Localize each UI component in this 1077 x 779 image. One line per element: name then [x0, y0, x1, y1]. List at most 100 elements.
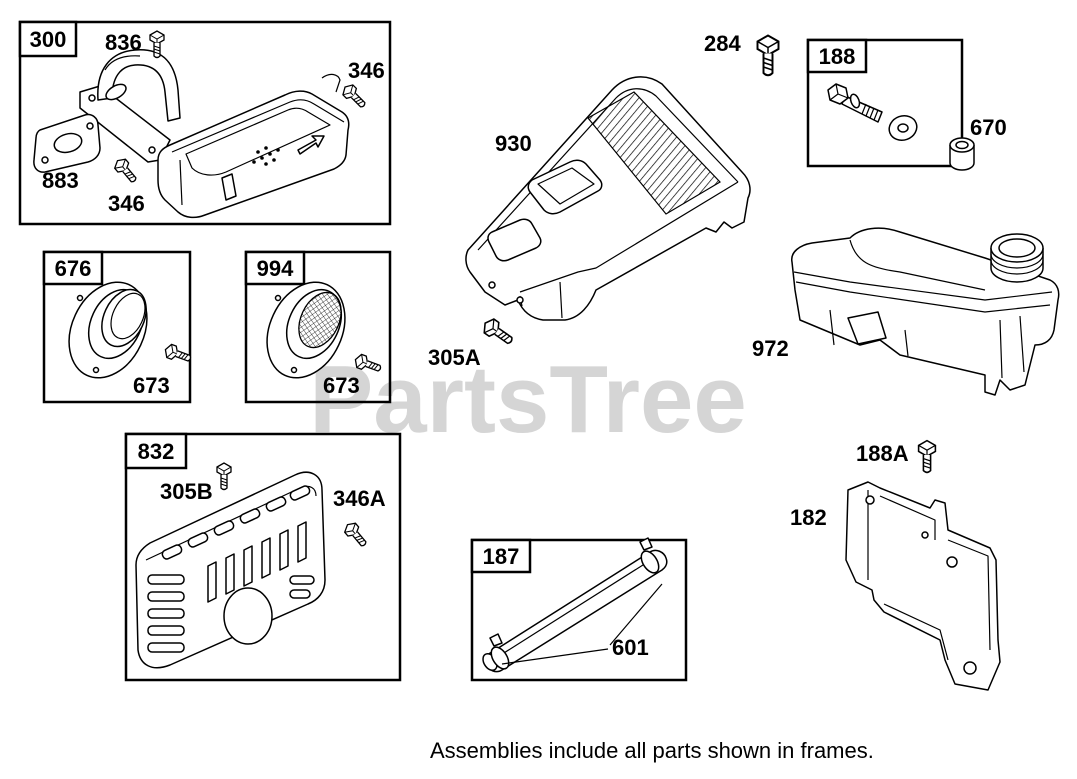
flange-hole	[92, 366, 100, 374]
callout-836[interactable]: 836	[105, 30, 142, 55]
pipe-tube	[97, 49, 181, 122]
tank-seam	[795, 281, 1051, 313]
gasket-883	[33, 113, 101, 173]
gasket-hole	[86, 122, 94, 130]
frame-676-tag	[42, 250, 104, 286]
frame-188-border	[806, 38, 964, 168]
frame-994-tag	[244, 250, 306, 286]
muffler-shell	[157, 90, 350, 219]
muffler-top-panel	[185, 107, 331, 176]
screw-346-icon	[339, 81, 370, 112]
shoulder-bolt	[827, 83, 883, 123]
cover-top-edge	[477, 88, 739, 251]
frame-832: 832	[124, 432, 402, 682]
washer-hole	[897, 123, 909, 133]
bracket-folds	[867, 490, 991, 661]
tank-cap	[990, 233, 1044, 283]
bracket-hole	[865, 495, 875, 505]
callout-930[interactable]: 930	[495, 131, 532, 156]
callout-305b[interactable]: 305B	[160, 479, 213, 504]
frame-300-tag	[18, 20, 78, 58]
muffler-guard-832	[135, 471, 326, 669]
gasket-hole	[41, 156, 49, 164]
tank-seam	[793, 271, 1053, 301]
hook-wire	[321, 73, 341, 93]
muffler-tab	[221, 173, 237, 201]
frame-676-label[interactable]: 676	[55, 256, 92, 281]
screw-305b-icon	[216, 462, 232, 491]
frame-188: 188	[806, 38, 964, 168]
flange-hole	[274, 294, 282, 302]
cover-hole	[488, 281, 496, 289]
frame-994: 994 673	[244, 250, 392, 404]
muffler-side-edge	[179, 159, 183, 206]
fuel-tank-972	[791, 227, 1060, 396]
plate-hole	[148, 146, 156, 154]
tank-top-contour	[849, 239, 986, 291]
cover-fins	[587, 91, 721, 215]
frame-832-label[interactable]: 832	[138, 439, 175, 464]
callout-972[interactable]: 972	[752, 336, 789, 361]
screw-673-icon	[162, 342, 194, 366]
callout-601[interactable]: 601	[612, 635, 649, 660]
callout-182[interactable]: 182	[790, 505, 827, 530]
frame-676-border	[42, 250, 192, 404]
frame-187: 187 601	[470, 537, 688, 682]
screw-305a-icon	[479, 315, 517, 350]
bracket-182	[845, 481, 1001, 691]
frame-187-label[interactable]: 187	[483, 544, 520, 569]
pipe-contour	[104, 55, 141, 71]
flange-hole	[76, 294, 84, 302]
callout-883[interactable]: 883	[42, 168, 79, 193]
exhaust-pipe	[79, 49, 341, 163]
callout-673[interactable]: 673	[323, 373, 360, 398]
watermark: PartsTree	[309, 346, 747, 453]
frame-676: 676 673	[42, 250, 194, 404]
screw-188a-icon	[917, 439, 937, 474]
gasket-port	[53, 132, 83, 154]
frame-994-label[interactable]: 994	[257, 256, 294, 281]
callout-670[interactable]: 670	[970, 115, 1007, 140]
frame-994-border	[244, 250, 392, 404]
callout-346[interactable]: 346	[348, 58, 385, 83]
callout-305a[interactable]: 305A	[428, 345, 481, 370]
cover-recess	[487, 218, 542, 262]
spark-arrester-994	[266, 281, 346, 379]
callout-346[interactable]: 346	[108, 191, 145, 216]
muffler-body	[157, 90, 350, 219]
cover-hole	[516, 296, 524, 304]
screw-346a-icon	[341, 519, 371, 551]
spacer-670	[949, 137, 975, 171]
frame-188-label[interactable]: 188	[819, 44, 856, 69]
frame-832-border	[124, 432, 402, 682]
frame-187-tag	[470, 538, 532, 574]
fuel-line-highlight	[495, 557, 655, 659]
guard-center-opening	[223, 587, 273, 645]
washer	[888, 114, 918, 142]
callout-284[interactable]: 284	[704, 31, 741, 56]
frame-187-border	[470, 538, 688, 682]
bracket-hole	[946, 556, 958, 568]
callout-188a[interactable]: 188A	[856, 441, 909, 466]
cap-threads	[990, 253, 1044, 275]
deflector-676	[68, 281, 148, 379]
frame-188-tag	[806, 38, 868, 74]
guard-right-slots	[289, 575, 315, 599]
cover-recess	[527, 159, 603, 215]
tank-cover-930	[465, 76, 751, 321]
leader-lines-601	[501, 583, 663, 665]
bolt-collar	[849, 93, 861, 109]
screw-284-icon	[756, 34, 780, 77]
bracket-hole	[921, 531, 929, 539]
bracket-hole	[963, 661, 977, 675]
callout-673[interactable]: 673	[133, 373, 170, 398]
cover-shell	[465, 76, 751, 321]
screw-346-icon	[111, 155, 141, 187]
bolt-threads	[861, 103, 879, 121]
guard-top-slots	[161, 485, 311, 560]
callout-346a[interactable]: 346A	[333, 486, 386, 511]
flange-hole	[290, 366, 298, 374]
plate-hole	[88, 94, 96, 102]
frame-300: 300	[18, 20, 392, 226]
frame-300-label[interactable]: 300	[30, 27, 67, 52]
